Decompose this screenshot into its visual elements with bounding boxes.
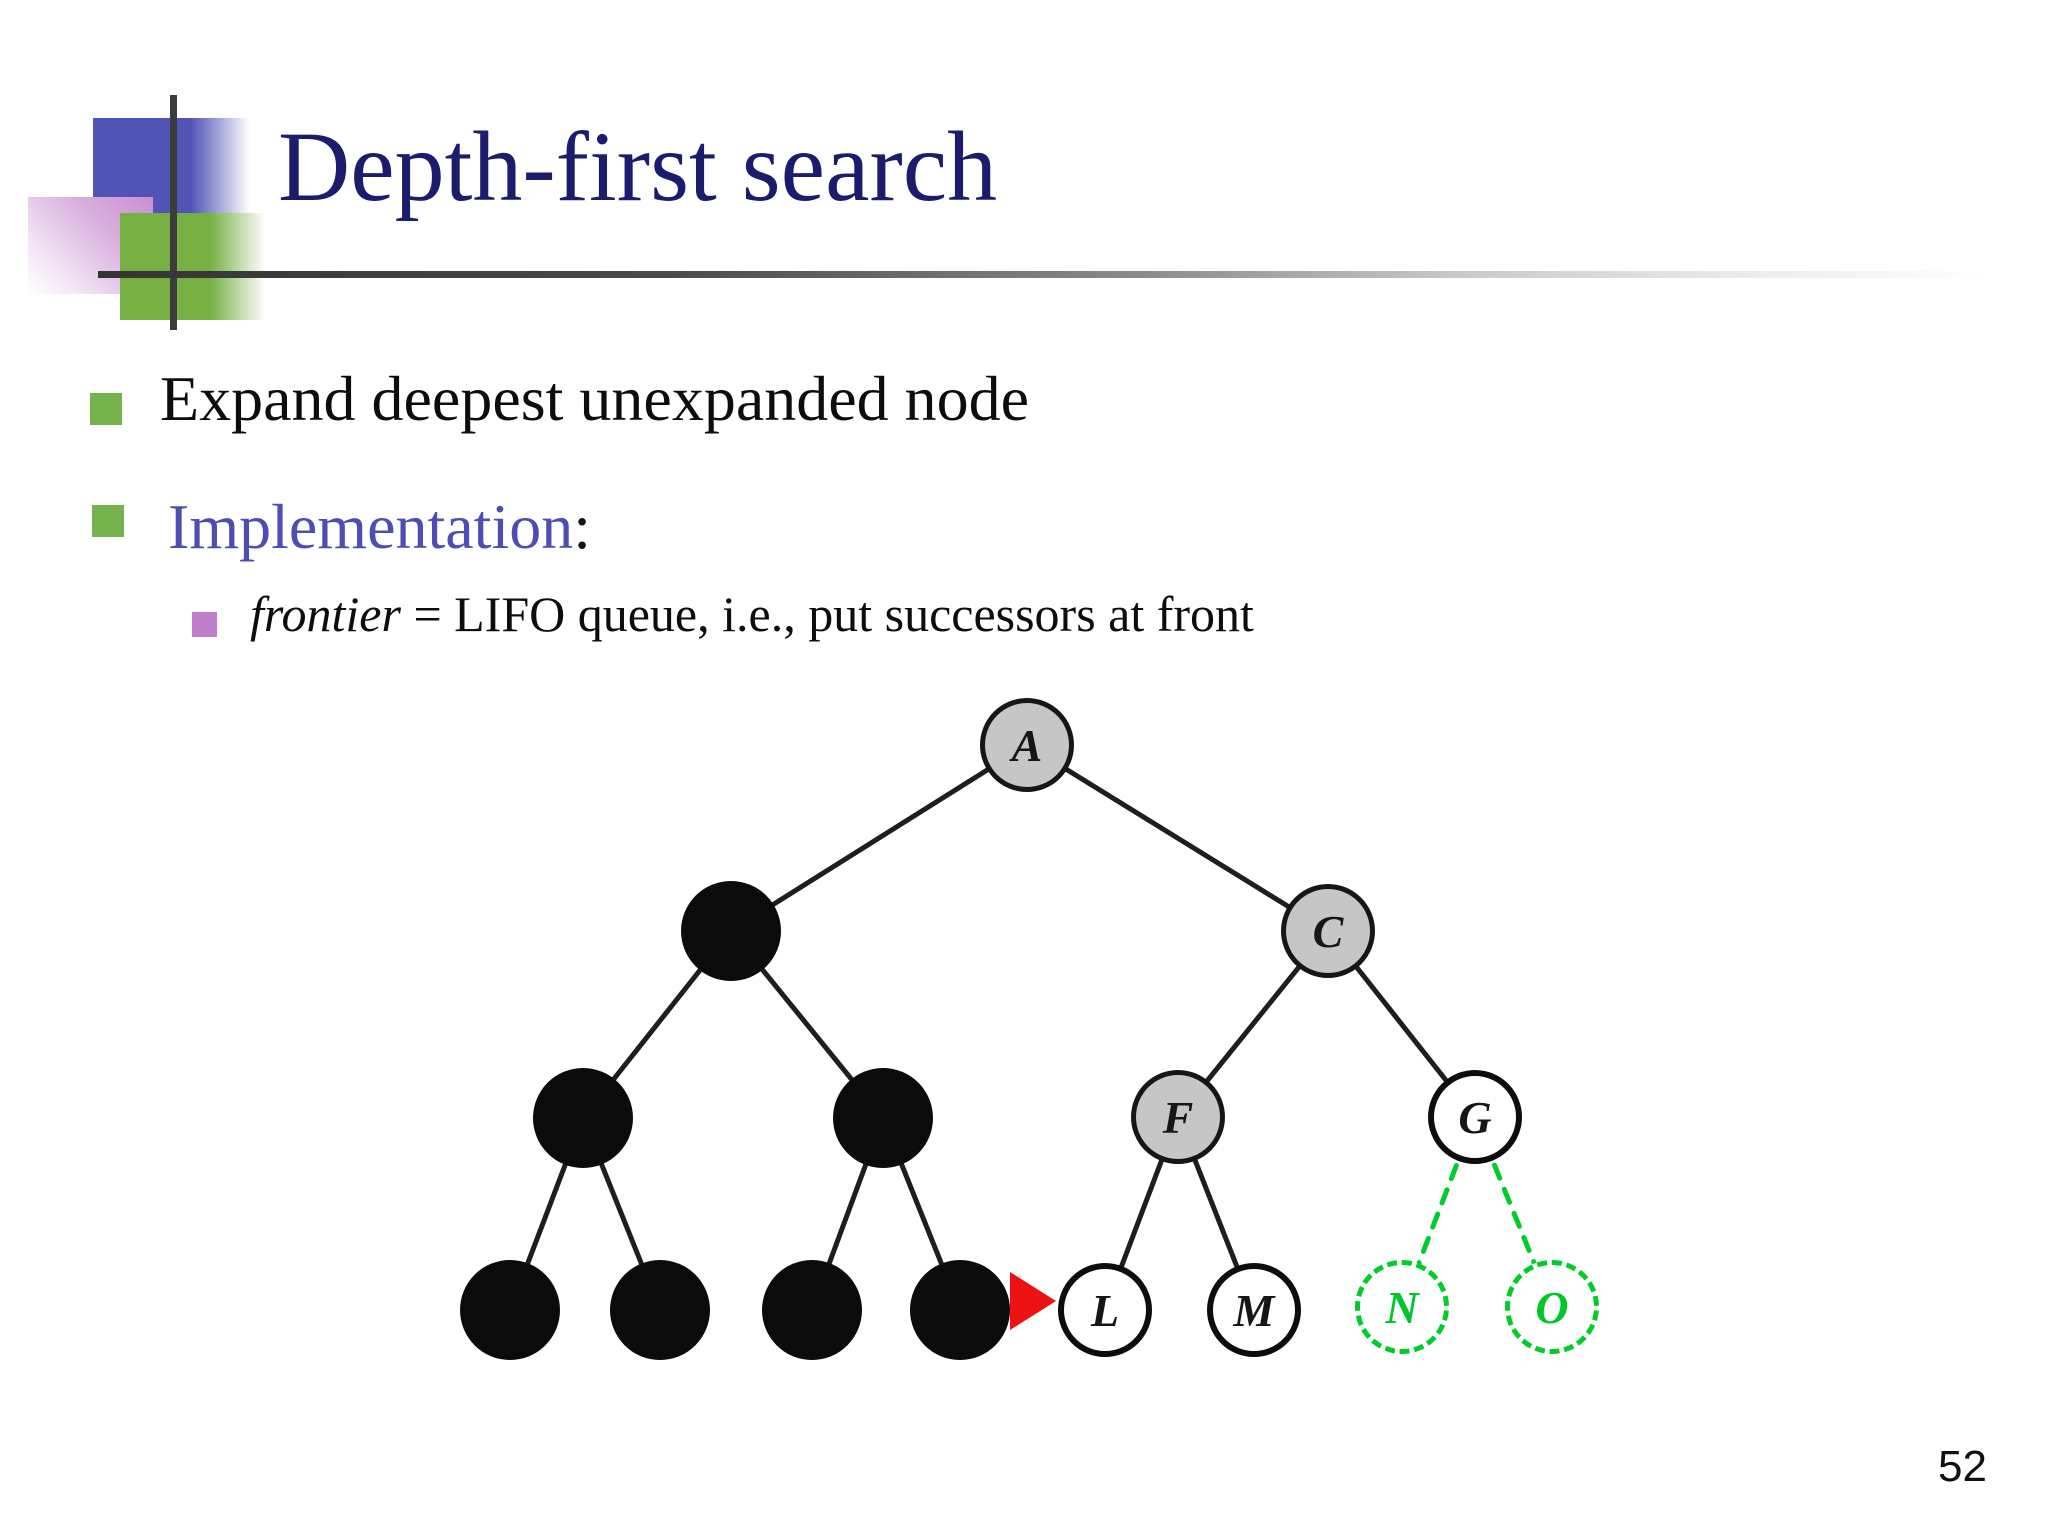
node-label: O <box>1535 1281 1569 1333</box>
decor-vertical-line <box>170 95 177 330</box>
tree-node-l: L <box>1058 1263 1152 1357</box>
bullet-square-icon <box>90 393 122 425</box>
implementation-colon: : <box>573 491 591 562</box>
frontier-italic-word: frontier <box>250 586 401 642</box>
bullet-square-icon <box>92 505 124 537</box>
tree-node-blacked-out <box>460 1260 560 1360</box>
tree-node-blacked-out <box>910 1260 1010 1360</box>
bullet-item-frontier: frontier = LIFO queue, i.e., put success… <box>250 585 1254 643</box>
node-label: G <box>1458 1091 1492 1143</box>
tree-node-n: N <box>1355 1260 1449 1354</box>
tree-node-g: G <box>1428 1070 1522 1164</box>
page-title: Depth-first search <box>278 111 998 222</box>
bullet-item-expand: Expand deepest unexpanded node <box>160 363 1030 434</box>
bullet-item-implementation: Implementation: <box>168 490 591 564</box>
node-label: M <box>1233 1284 1275 1336</box>
tree-node-f: F <box>1131 1070 1225 1164</box>
tree-node-c: C <box>1281 884 1375 978</box>
tree-node-blacked-out <box>681 881 781 981</box>
node-label: N <box>1385 1281 1419 1333</box>
tree-node-m: M <box>1207 1263 1301 1357</box>
tree-node-o: O <box>1505 1260 1599 1354</box>
tree-node-blacked-out <box>762 1260 862 1360</box>
node-label: L <box>1090 1284 1120 1336</box>
decor-green-square <box>120 213 265 320</box>
title-divider-rule <box>98 271 1990 278</box>
tree-node-a: A <box>980 698 1074 792</box>
frontier-rest-text: = LIFO queue, i.e., put successors at fr… <box>400 586 1254 642</box>
frontier-arrow-icon <box>1010 1272 1056 1330</box>
node-label: A <box>1011 719 1043 771</box>
sub-bullet-square-icon <box>192 612 217 637</box>
tree-node-blacked-out <box>610 1260 710 1360</box>
implementation-word: Implementation <box>168 491 574 562</box>
node-label: F <box>1162 1091 1194 1143</box>
node-label: C <box>1312 905 1344 957</box>
tree-node-blacked-out <box>833 1068 933 1168</box>
page-number: 52 <box>1938 1442 1987 1491</box>
tree-node-blacked-out <box>533 1068 633 1168</box>
